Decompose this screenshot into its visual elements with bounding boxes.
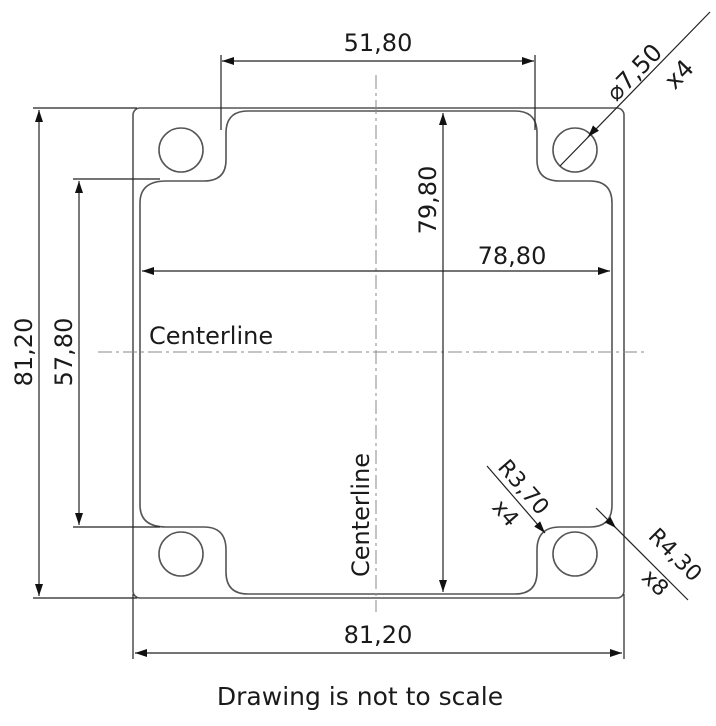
dim-left-height-label: 57,80 — [50, 318, 78, 387]
outer-plate-outline — [132, 107, 625, 599]
centerline-vertical-label: Centerline — [347, 453, 375, 577]
dim-inner-width-label: 78,80 — [478, 242, 547, 270]
hole-top-right — [552, 127, 598, 173]
dim-left-height: 57,80 — [50, 178, 160, 528]
dim-overall-height: 81,20 — [10, 107, 137, 599]
dim-hole-diameter: ⌀7,50 x4 — [559, 11, 711, 167]
dim-overall-width-label: 81,20 — [344, 621, 413, 649]
centerline-horizontal-label: Centerline — [149, 322, 273, 350]
drawing-caption: Drawing is not to scale — [217, 682, 503, 711]
dim-overall-width: 81,20 — [132, 594, 625, 659]
inner-gasket-outline — [139, 110, 613, 595]
dim-top-width: 51,80 — [220, 29, 536, 130]
dim-overall-height-label: 81,20 — [10, 318, 38, 387]
dim-outer-radius: R4,30 x8 — [595, 507, 706, 602]
dim-outer-radius-count-label: x8 — [636, 565, 673, 602]
hole-bottom-right — [552, 531, 598, 577]
hole-bottom-left — [158, 531, 204, 577]
dim-inner-height-label: 79,80 — [414, 166, 442, 235]
dim-hole-diameter-label: ⌀7,50 — [601, 38, 668, 106]
dim-inner-height: 79,80 — [414, 113, 447, 592]
dim-inner-radius: R3,70 x4 — [486, 455, 553, 534]
hole-top-left — [158, 127, 204, 173]
dim-inner-width: 78,80 — [142, 242, 610, 275]
dim-top-width-label: 51,80 — [344, 29, 413, 57]
